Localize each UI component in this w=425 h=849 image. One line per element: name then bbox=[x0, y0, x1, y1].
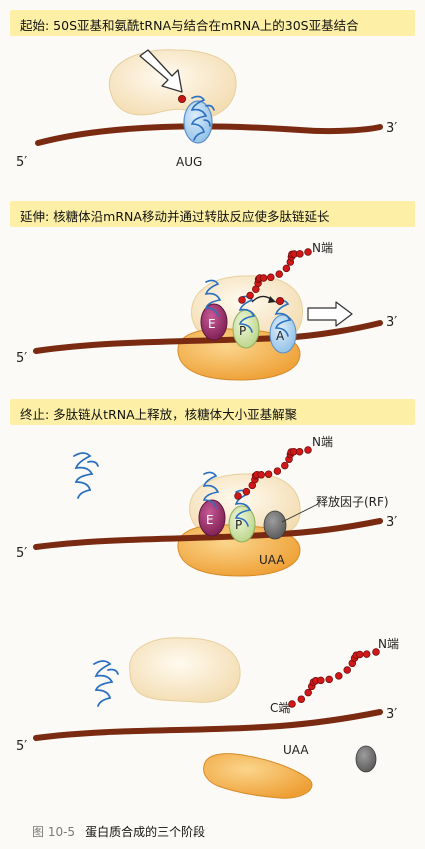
panel-dissociation: C端 N端 UAA 5′ 3′ bbox=[16, 637, 399, 799]
amino-acid-bead bbox=[238, 296, 246, 304]
mrna-strand bbox=[33, 518, 383, 550]
amino-acid-bead bbox=[304, 688, 312, 697]
five-prime-label: 5′ bbox=[16, 546, 27, 561]
termination-banner-text: 终止: 多肽链从tRNA上释放，核糖体大小亚基解聚 bbox=[20, 407, 298, 422]
n-terminus-label: N端 bbox=[312, 435, 333, 449]
large-subunit bbox=[129, 637, 241, 703]
amino-acid-bead bbox=[296, 250, 304, 258]
amino-acid-icon bbox=[177, 95, 186, 104]
stop-codon-label: UAA bbox=[283, 743, 309, 757]
free-trna-icon bbox=[93, 660, 119, 707]
amino-acid-bead bbox=[343, 666, 351, 674]
amino-acid-bead bbox=[372, 648, 380, 656]
amino-acid-bead bbox=[242, 487, 251, 496]
five-prime-label: 5′ bbox=[16, 739, 27, 754]
panel-elongation: E P A N端 5′ 3′ bbox=[16, 241, 397, 381]
p-site-label: P bbox=[235, 518, 242, 532]
p-site bbox=[228, 505, 256, 543]
amino-acid-bead bbox=[259, 274, 268, 282]
amino-acid-bead bbox=[264, 470, 273, 478]
trna-a-icon bbox=[274, 299, 292, 337]
amino-acid-bead bbox=[234, 492, 242, 500]
arrow-icon bbox=[139, 49, 183, 93]
amino-acid-bead bbox=[267, 273, 275, 282]
n-terminus-label: N端 bbox=[378, 637, 399, 651]
panel-initiation: 5′ 3′ AUG bbox=[16, 49, 397, 170]
amino-acid-bead bbox=[273, 467, 282, 475]
elongation-banner: 延伸: 核糖体沿mRNA移动并通过转肽反应使多肽链延长 bbox=[10, 201, 415, 227]
e-site bbox=[198, 499, 226, 537]
amino-acid-bead bbox=[246, 291, 254, 300]
mrna-strand bbox=[35, 123, 383, 146]
small-subunit-start-site bbox=[183, 100, 213, 144]
three-prime-label: 3′ bbox=[386, 707, 397, 722]
initiation-banner-text: 起始: 50S亚基和氨酰tRNA与结合在mRNA上的30S亚基结合 bbox=[20, 18, 359, 33]
panel-termination: E P N端 释放因子(RF) UAA 5′ 3′ bbox=[16, 435, 397, 577]
five-prime-label: 5′ bbox=[16, 351, 27, 366]
amino-acid-bead bbox=[257, 471, 265, 479]
mrna-strand bbox=[33, 709, 383, 741]
polypeptide-chains bbox=[234, 248, 380, 708]
amino-acid-bead bbox=[317, 676, 325, 685]
c-terminus-label: C端 bbox=[270, 701, 290, 715]
polypeptide-chain-released bbox=[288, 648, 380, 708]
free-trna-icon bbox=[73, 452, 99, 499]
figure-caption: 图 10-5 蛋白质合成的三个阶段 bbox=[32, 823, 205, 840]
e-site-label: E bbox=[208, 317, 216, 331]
amino-acid-bead bbox=[282, 264, 291, 273]
polypeptide-chain-termination bbox=[234, 446, 312, 500]
a-site bbox=[269, 314, 297, 354]
small-subunit bbox=[203, 753, 313, 799]
e-site bbox=[200, 303, 228, 341]
e-site-label: E bbox=[206, 513, 214, 527]
release-factor bbox=[355, 745, 377, 773]
amino-acid-bead bbox=[325, 675, 333, 684]
trna-icon bbox=[190, 95, 215, 141]
move-arrow-icon bbox=[307, 301, 353, 327]
p-site-label: P bbox=[239, 324, 246, 338]
five-prime-label: 5′ bbox=[16, 155, 27, 170]
n-terminus-label: N端 bbox=[312, 241, 333, 255]
three-prime-label: 3′ bbox=[386, 315, 397, 330]
figure-number: 图 10-5 bbox=[32, 825, 76, 839]
amino-acid-bead bbox=[297, 695, 306, 703]
a-site-label: A bbox=[276, 329, 285, 343]
three-prime-label: 3′ bbox=[386, 121, 397, 136]
three-prime-label: 3′ bbox=[386, 515, 397, 530]
amino-acid-bead bbox=[281, 461, 289, 470]
trna-e-icon bbox=[202, 471, 220, 509]
amino-acid-bead bbox=[304, 248, 312, 256]
amino-acid-bead bbox=[356, 650, 364, 659]
polypeptide-chain-elongation bbox=[238, 248, 312, 304]
trna-p-icon bbox=[238, 295, 256, 333]
amino-acid-bead bbox=[304, 446, 312, 454]
termination-banner: 终止: 多肽链从tRNA上释放，核糖体大小亚基解聚 bbox=[10, 399, 415, 425]
stop-codon-label: UAA bbox=[259, 553, 285, 567]
start-codon-label: AUG bbox=[176, 155, 202, 169]
release-factor-label: 释放因子(RF) bbox=[316, 494, 389, 509]
elongation-banner-text: 延伸: 核糖体沿mRNA移动并通过转肽反应使多肽链延长 bbox=[20, 209, 330, 224]
amino-acid-bead bbox=[275, 270, 283, 278]
transpeptidation-arrowhead-icon bbox=[268, 296, 276, 303]
amino-acid-bead bbox=[362, 650, 371, 658]
amino-acid-bead bbox=[295, 447, 304, 456]
rf-leader-line bbox=[281, 503, 319, 523]
amino-acid-icon bbox=[275, 296, 284, 305]
trna-e-icon bbox=[204, 279, 222, 317]
figure-title: 蛋白质合成的三个阶段 bbox=[85, 825, 206, 839]
amino-acid-bead bbox=[288, 700, 296, 708]
initiation-banner: 起始: 50S亚基和氨酰tRNA与结合在mRNA上的30S亚基结合 bbox=[10, 10, 415, 36]
amino-acid-bead bbox=[335, 672, 343, 680]
release-factor bbox=[263, 510, 287, 540]
